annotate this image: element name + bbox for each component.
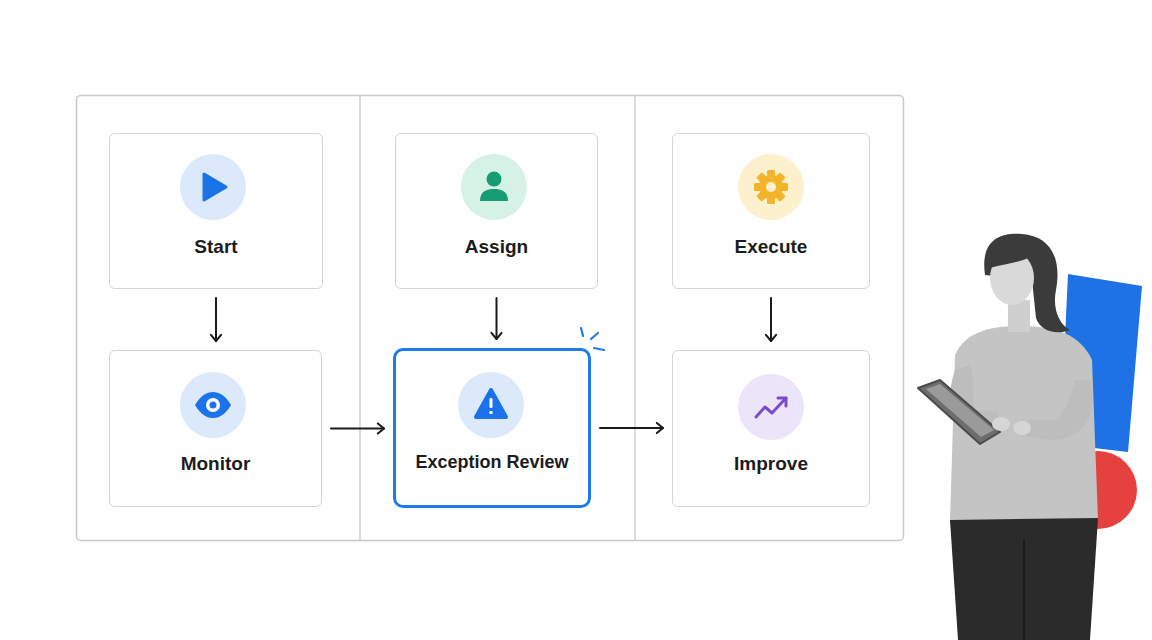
step-box: Execute (672, 133, 870, 289)
gear-icon (738, 154, 804, 220)
column-divider (634, 96, 636, 540)
flow-arrow (211, 298, 221, 341)
step-label: Execute (735, 234, 808, 260)
step-box: Improve (672, 350, 870, 507)
step-box: Assign (395, 133, 598, 289)
trend-icon (738, 374, 804, 440)
play-icon (180, 154, 246, 220)
step-label: Exception Review (415, 449, 568, 475)
step-label: Improve (734, 451, 808, 477)
warning-icon (458, 372, 524, 438)
step-label: Monitor (181, 451, 251, 477)
eye-icon (180, 372, 246, 438)
highlighted-step-box: Exception Review (393, 348, 591, 508)
step-label: Assign (465, 234, 528, 260)
step-label: Start (194, 234, 237, 260)
flow-arrow (600, 423, 663, 433)
flow-arrow (331, 423, 384, 433)
flow-arrow (766, 298, 776, 341)
column-divider (359, 96, 361, 540)
flow-arrow (491, 298, 501, 339)
highlight-sparkle (581, 328, 604, 350)
outer-frame (77, 96, 904, 541)
person-icon (461, 154, 527, 220)
step-box: Start (109, 133, 323, 289)
person-illustration (918, 234, 1142, 640)
step-box: Monitor (109, 350, 322, 507)
